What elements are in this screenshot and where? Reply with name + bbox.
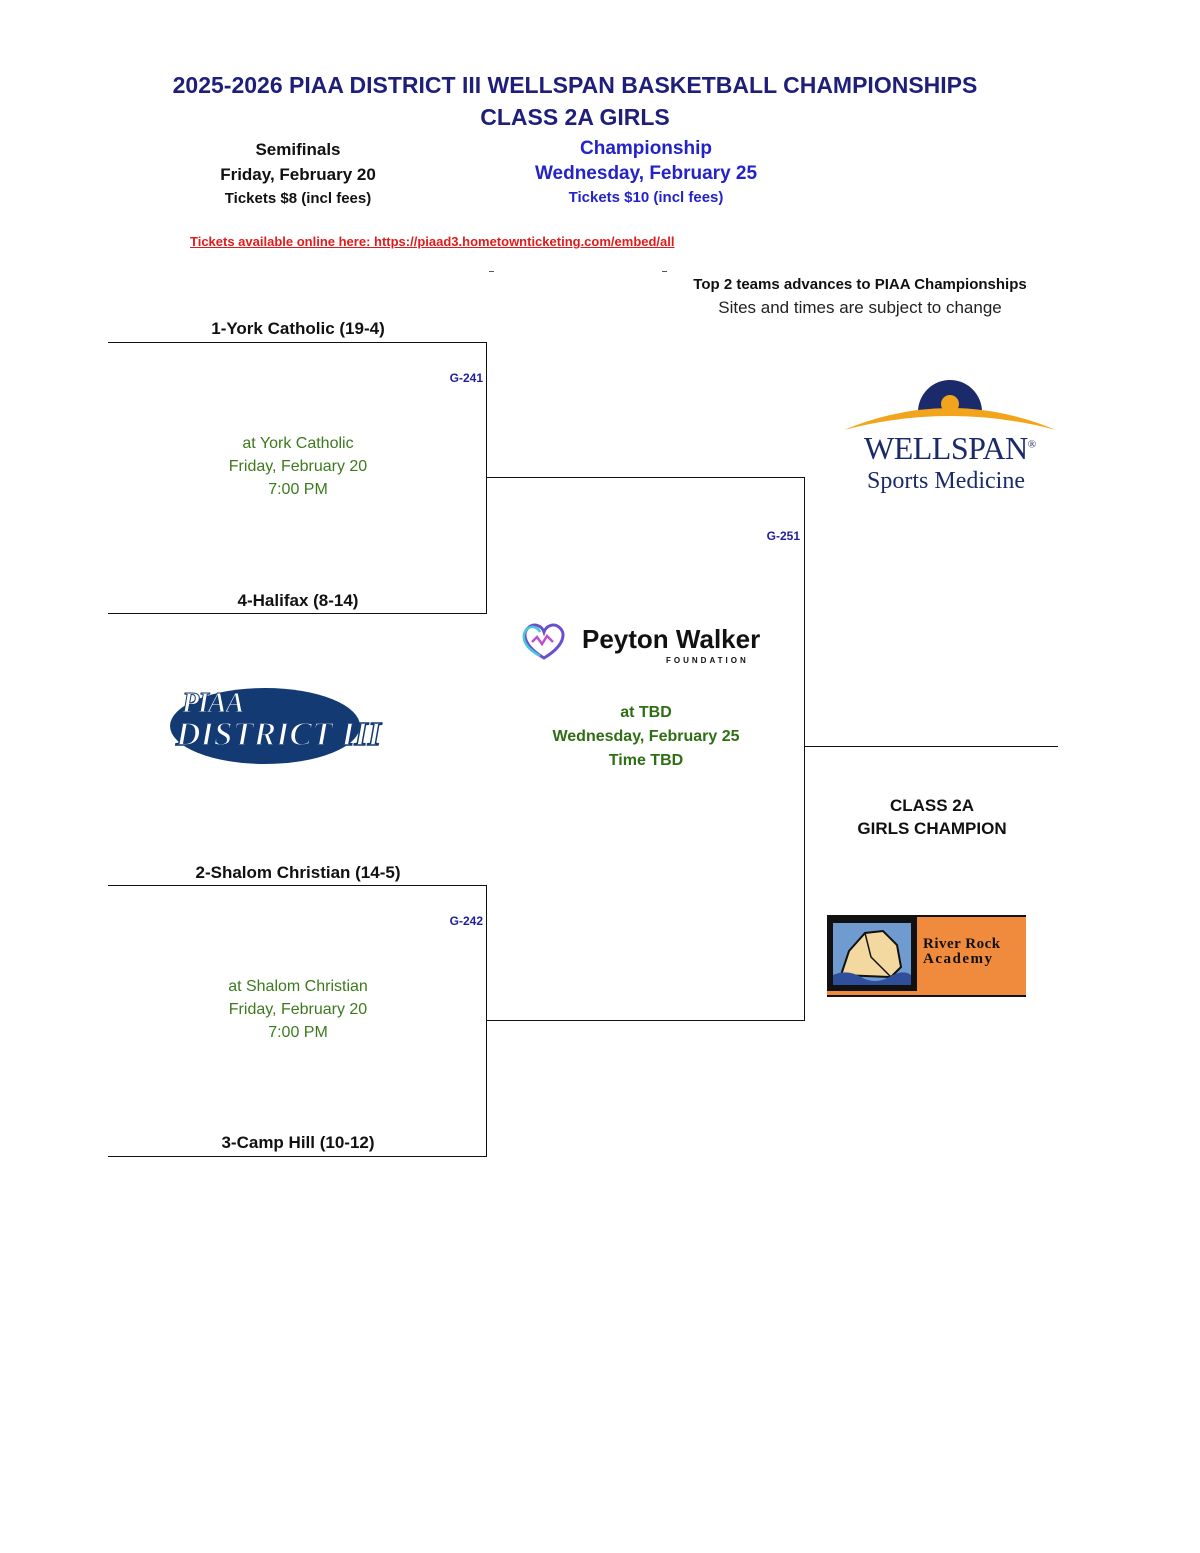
championship-header: Championship Wednesday, February 25 Tick… — [496, 136, 796, 209]
rock-icon — [833, 923, 911, 985]
wellspan-sub: Sports Medicine — [867, 468, 1025, 494]
team-slot-1: 1-York Catholic (19-4) — [211, 319, 385, 338]
river-rock-name: River Rock Academy — [923, 936, 1001, 967]
peyton-walker-logo: Peyton Walker FOUNDATION — [520, 620, 760, 670]
semifinal-2-date: Friday, February 20 — [228, 1001, 368, 1018]
wellspan-name: WELLSPAN® — [864, 430, 1036, 466]
semifinal-2-venue: at Shalom Christian — [228, 978, 368, 995]
semifinals-date: Friday, February 20 — [220, 165, 376, 184]
river-rock-logo: River Rock Academy — [827, 915, 1026, 997]
team-slot-2: 2-Shalom Christian (14-5) — [195, 863, 401, 882]
bracket-line — [486, 885, 487, 1157]
semifinal-1-date: Friday, February 20 — [228, 458, 368, 475]
river-rock-panel — [827, 917, 917, 991]
game-id-241: G-241 — [449, 371, 483, 385]
bracket-line — [108, 613, 487, 614]
page-subtitle: CLASS 2A GIRLS — [480, 104, 670, 130]
semifinal-1-venue: at York Catholic — [242, 435, 354, 452]
championship-label: Championship — [580, 138, 712, 159]
final-date: Wednesday, February 25 — [552, 728, 740, 745]
oval-shape — [170, 688, 360, 764]
bracket-line — [486, 477, 805, 478]
change-note: Sites and times are subject to change — [718, 298, 1002, 317]
dash-mark — [662, 271, 667, 272]
tickets-link[interactable]: Tickets available online here: https://p… — [190, 234, 675, 249]
semifinals-header: Semifinals Friday, February 20 Tickets $… — [148, 138, 448, 210]
bracket-line — [108, 342, 487, 343]
peyton-sub: FOUNDATION — [666, 656, 749, 665]
bracket-line — [486, 1020, 805, 1021]
page-title: 2025-2026 PIAA DISTRICT III WELLSPAN BAS… — [172, 72, 978, 98]
championship-date: Wednesday, February 25 — [534, 163, 758, 184]
wellspan-logo: WELLSPAN® Sports Medicine — [840, 368, 1060, 508]
semifinal-2-time: 7:00 PM — [268, 1024, 328, 1041]
district-text: DISTRICT III — [175, 715, 382, 754]
semifinal-1-info: at York Catholic Friday, February 20 7:0… — [108, 432, 488, 501]
piaa-text: PIAA — [181, 688, 244, 720]
semifinals-tickets: Tickets $8 (incl fees) — [224, 190, 372, 207]
bracket-line — [804, 477, 805, 1021]
advance-note: Top 2 teams advances to PIAA Championshi… — [693, 276, 1027, 293]
sun-icon — [844, 380, 1056, 430]
game-id-242: G-242 — [449, 914, 483, 928]
champion-line-1: CLASS 2A — [889, 796, 975, 815]
piaa-district-logo: PIAA DISTRICT III — [166, 686, 411, 766]
semifinal-1-time: 7:00 PM — [268, 481, 328, 498]
final-time: Time TBD — [608, 752, 684, 769]
champion-line-2: GIRLS CHAMPION — [857, 819, 1007, 838]
bracket-line — [108, 1156, 487, 1157]
game-id-251: G-251 — [766, 529, 800, 543]
peyton-name: Peyton Walker — [582, 624, 761, 654]
team-slot-4: 4-Halifax (8-14) — [237, 591, 359, 610]
heart-icon — [522, 623, 565, 660]
final-venue: at TBD — [620, 704, 672, 721]
final-info: at TBD Wednesday, February 25 Time TBD — [496, 701, 796, 773]
bracket-line — [486, 342, 487, 614]
championship-tickets: Tickets $10 (incl fees) — [568, 189, 724, 206]
semifinal-2-info: at Shalom Christian Friday, February 20 … — [108, 975, 488, 1044]
bracket-line — [108, 885, 487, 886]
team-slot-3: 3-Camp Hill (10-12) — [221, 1133, 375, 1152]
semifinals-label: Semifinals — [255, 140, 341, 159]
dash-mark — [489, 271, 494, 272]
champion-slot: CLASS 2A GIRLS CHAMPION — [820, 794, 1044, 840]
bracket-line — [804, 746, 1058, 747]
